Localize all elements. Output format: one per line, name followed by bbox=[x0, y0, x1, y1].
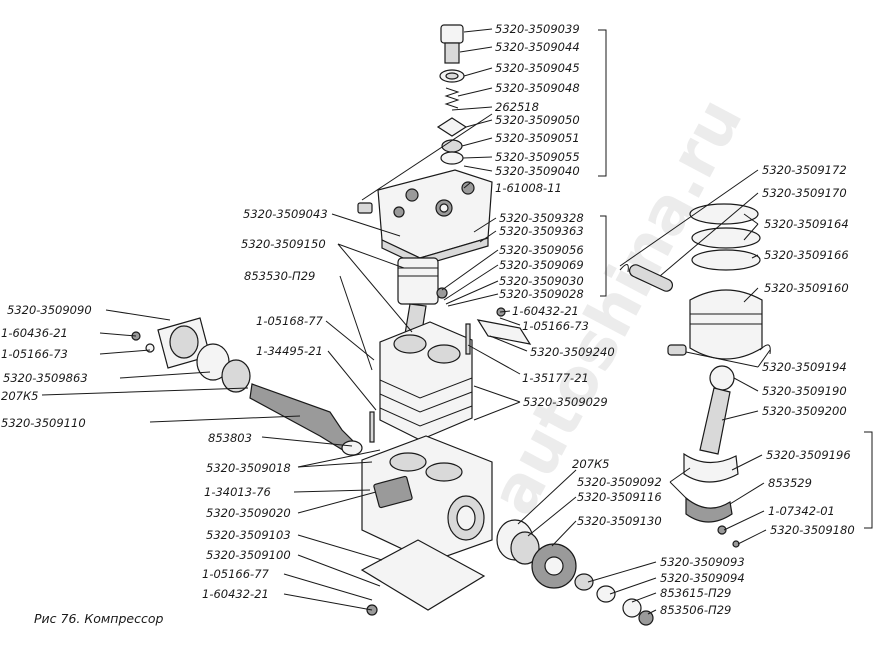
parts-artwork bbox=[131, 24, 771, 626]
label-1-60432-21-bottom: 1-60432-21 bbox=[202, 587, 269, 601]
label-5320-3509150: 5320-3509150 bbox=[241, 237, 326, 251]
label-5320-3509164: 5320-3509164 bbox=[764, 217, 849, 231]
label-5320-3509194: 5320-3509194 bbox=[762, 360, 847, 374]
label-5320-3509029: 5320-3509029 bbox=[523, 395, 608, 409]
cylinder-block bbox=[379, 321, 473, 441]
label-5320-3509090: 5320-3509090 bbox=[7, 303, 92, 317]
label-5320-3509018: 5320-3509018 bbox=[206, 461, 291, 475]
label-5320-3509093: 5320-3509093 bbox=[660, 555, 745, 569]
label-5320-3509116: 5320-3509116 bbox=[577, 490, 662, 504]
label-5320-3509092: 5320-3509092 bbox=[577, 475, 662, 489]
unloader-valve-stack bbox=[436, 24, 468, 165]
washer-left bbox=[145, 343, 155, 353]
label-853615-p29: 853615-П29 bbox=[660, 586, 731, 600]
label-5320-3509166: 5320-3509166 bbox=[764, 248, 849, 262]
label-5320-3509170: 5320-3509170 bbox=[762, 186, 847, 200]
label-5320-3509200: 5320-3509200 bbox=[762, 404, 847, 418]
label-853803: 853803 bbox=[208, 431, 252, 445]
label-5320-3509180: 5320-3509180 bbox=[770, 523, 855, 537]
label-5320-3509028: 5320-3509028 bbox=[499, 287, 584, 301]
label-853506-p29: 853506-П29 bbox=[660, 603, 731, 617]
label-1-60432-21: 1-60432-21 bbox=[512, 304, 579, 318]
label-5320-3509050: 5320-3509050 bbox=[495, 113, 580, 127]
label-5320-3509039: 5320-3509039 bbox=[495, 22, 580, 36]
label-1-05166-73-right: 1-05166-73 bbox=[522, 319, 589, 333]
label-5320-3509048: 5320-3509048 bbox=[495, 81, 580, 95]
label-5320-3509328: 5320-3509328 bbox=[499, 211, 584, 225]
label-853529: 853529 bbox=[768, 476, 812, 490]
piston-assembly-right bbox=[619, 203, 771, 360]
label-5320-3509130: 5320-3509130 bbox=[577, 514, 662, 528]
label-brackets bbox=[598, 29, 873, 529]
part-labels: 5320-3509039 5320-3509044 5320-3509045 5… bbox=[1, 22, 855, 617]
crankcase bbox=[361, 435, 493, 563]
label-5320-3509044: 5320-3509044 bbox=[495, 40, 580, 54]
label-5320-3509094: 5320-3509094 bbox=[660, 571, 745, 585]
oil-pan-cover bbox=[360, 539, 486, 611]
leader-lines bbox=[41, 28, 771, 615]
label-5320-3509069: 5320-3509069 bbox=[499, 258, 584, 272]
label-5320-3509055: 5320-3509055 bbox=[495, 150, 580, 164]
figure-caption: Рис 76. Компрессор bbox=[34, 611, 164, 626]
connecting-rod bbox=[683, 365, 740, 548]
label-1-34495-21: 1-34495-21 bbox=[256, 344, 323, 358]
front-bearing-and-gear bbox=[496, 519, 654, 626]
label-1-05166-73-left: 1-05166-73 bbox=[1, 347, 68, 361]
dowel-pin bbox=[465, 323, 471, 355]
label-1-05168-77: 1-05168-77 bbox=[256, 314, 324, 328]
label-5320-3509863: 5320-3509863 bbox=[3, 371, 88, 385]
label-5320-3509040: 5320-3509040 bbox=[495, 164, 580, 178]
label-5320-3509051: 5320-3509051 bbox=[495, 131, 580, 145]
label-207k5-right: 207К5 bbox=[572, 457, 609, 471]
label-1-35177-21: 1-35177-21 bbox=[522, 371, 589, 385]
crankshaft-assembly bbox=[157, 317, 363, 456]
label-262518: 262518 bbox=[495, 100, 539, 114]
label-5320-3509196: 5320-3509196 bbox=[766, 448, 851, 462]
label-5320-3509045: 5320-3509045 bbox=[495, 61, 580, 75]
label-5320-3509160: 5320-3509160 bbox=[764, 281, 849, 295]
label-5320-3509190: 5320-3509190 bbox=[762, 384, 847, 398]
cylinder-head bbox=[357, 169, 493, 267]
label-5320-3509103: 5320-3509103 bbox=[206, 528, 291, 542]
label-5320-3509110: 5320-3509110 bbox=[1, 416, 86, 430]
label-5320-3509030: 5320-3509030 bbox=[499, 274, 584, 288]
label-1-07342-01: 1-07342-01 bbox=[768, 504, 835, 518]
side-gasket bbox=[476, 319, 532, 345]
label-1-05166-77: 1-05166-77 bbox=[202, 567, 270, 581]
label-5320-3509172: 5320-3509172 bbox=[762, 163, 847, 177]
stud-pin bbox=[369, 411, 375, 443]
label-5320-3509043: 5320-3509043 bbox=[243, 207, 328, 221]
label-5320-3509020: 5320-3509020 bbox=[206, 506, 291, 520]
label-5320-3509056: 5320-3509056 bbox=[499, 243, 584, 257]
label-5320-3509100: 5320-3509100 bbox=[206, 548, 291, 562]
label-1-61008-11: 1-61008-11 bbox=[495, 181, 562, 195]
label-1-60436-21: 1-60436-21 bbox=[1, 326, 68, 340]
label-207k5-left: 207К5 bbox=[1, 389, 38, 403]
label-1-34013-76: 1-34013-76 bbox=[204, 485, 271, 499]
label-853530-p29: 853530-П29 bbox=[244, 269, 315, 283]
label-5320-3509363: 5320-3509363 bbox=[499, 224, 584, 238]
label-5320-3509240: 5320-3509240 bbox=[530, 345, 615, 359]
